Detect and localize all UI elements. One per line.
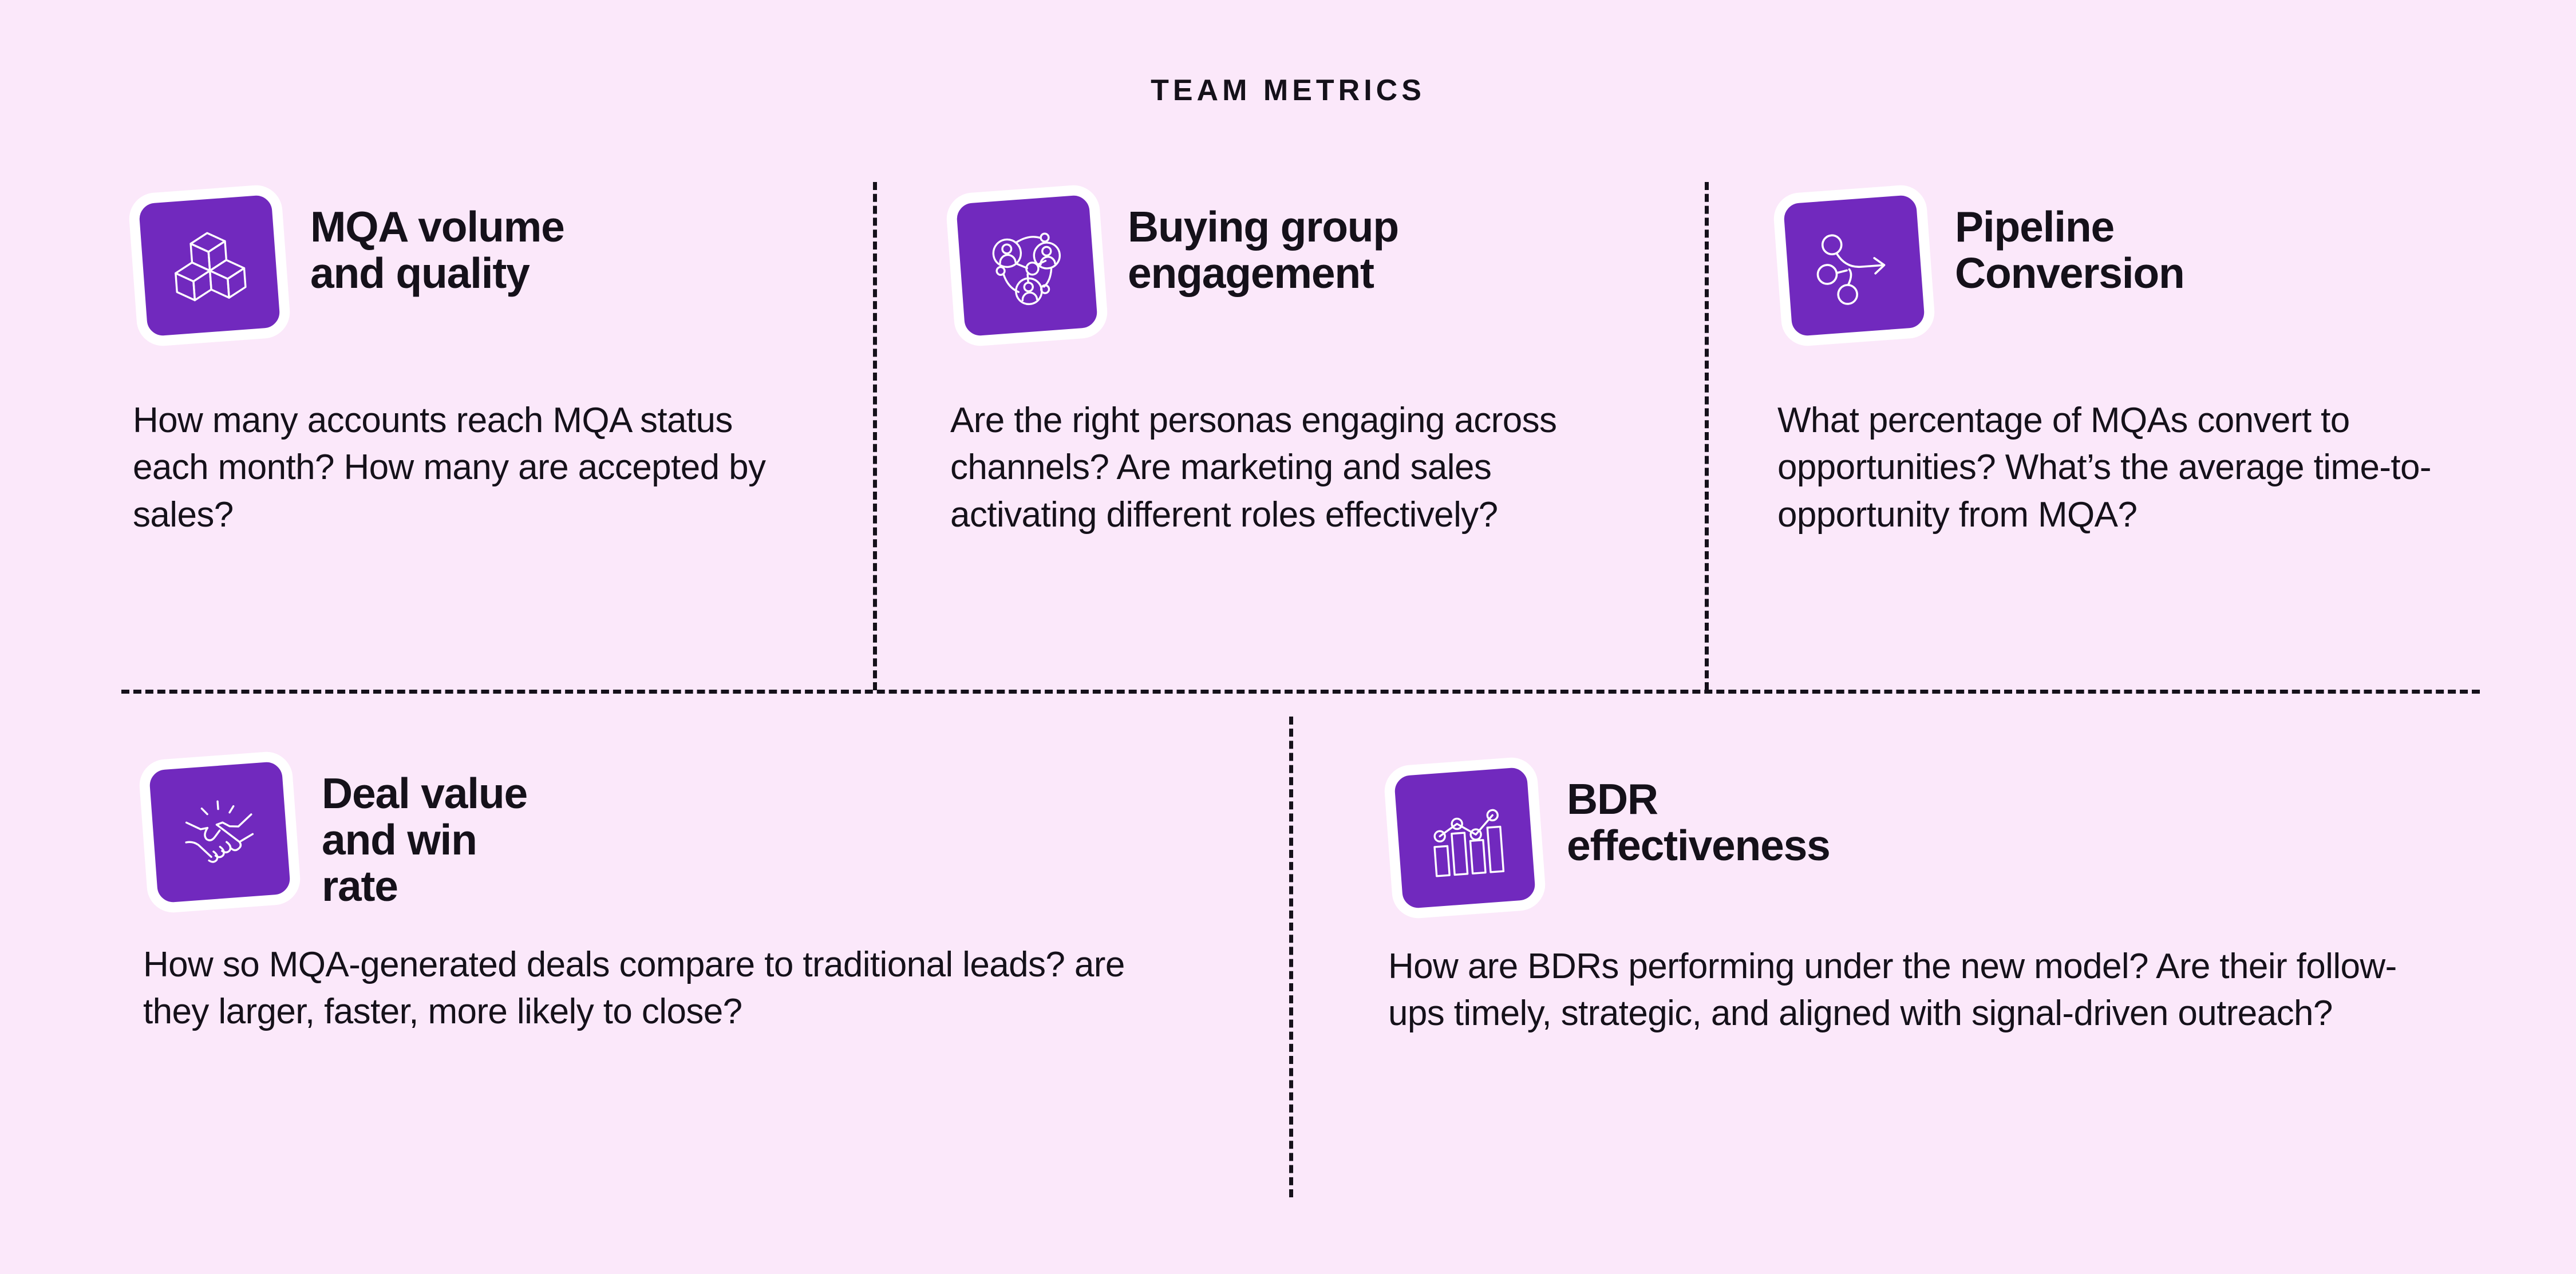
card-header: Deal value and win rate <box>137 750 1219 915</box>
stacked-cubes-icon <box>127 183 292 348</box>
handshake-icon <box>137 750 302 915</box>
card-body: How so MQA-generated deals compare to tr… <box>143 945 1125 1032</box>
card-body: Are the right personas engaging across c… <box>950 401 1557 535</box>
card-title: BDR effectiveness <box>1567 775 1831 869</box>
card-header: Buying group engagement <box>945 183 1637 348</box>
card-title: Pipeline Conversion <box>1955 203 2185 297</box>
card-title: Buying group engagement <box>1128 203 1399 297</box>
page-title: TEAM METRICS <box>1151 74 1425 107</box>
card-header: MQA volume and quality <box>127 183 808 348</box>
divider-vertical-bottom <box>1289 717 1293 1197</box>
icon-tile <box>137 750 302 915</box>
card-title: Deal value and win rate <box>322 769 528 910</box>
divider-vertical-top-2 <box>1705 182 1709 690</box>
card-header: BDR effectiveness <box>1382 755 2464 920</box>
card-body: What percentage of MQAs convert to oppor… <box>1777 401 2432 535</box>
metric-card-bdr-effectiveness: BDR effectiveness How are BDRs performin… <box>1382 755 2464 1038</box>
bar-chart-line-icon <box>1382 755 1547 920</box>
icon-tile <box>945 183 1109 348</box>
metric-card-buying-group: Buying group engagement Are the right pe… <box>945 183 1637 539</box>
icon-tile <box>1772 183 1937 348</box>
divider-horizontal <box>121 690 2480 694</box>
metric-card-pipeline-conversion: Pipeline Conversion What percentage of M… <box>1772 183 2476 539</box>
conversion-funnel-arrow-icon <box>1772 183 1937 348</box>
divider-vertical-top-1 <box>873 182 877 690</box>
people-network-icon <box>945 183 1109 348</box>
card-body: How are BDRs performing under the new mo… <box>1388 947 2397 1034</box>
card-body: How many accounts reach MQA status each … <box>133 401 766 535</box>
metric-card-mqa-volume: MQA volume and quality How many accounts… <box>127 183 808 539</box>
card-title: MQA volume and quality <box>310 203 565 297</box>
card-header: Pipeline Conversion <box>1772 183 2476 348</box>
icon-tile <box>127 183 292 348</box>
metric-card-deal-value: Deal value and win rate How so MQA-gener… <box>137 750 1219 1036</box>
icon-tile <box>1382 755 1547 920</box>
